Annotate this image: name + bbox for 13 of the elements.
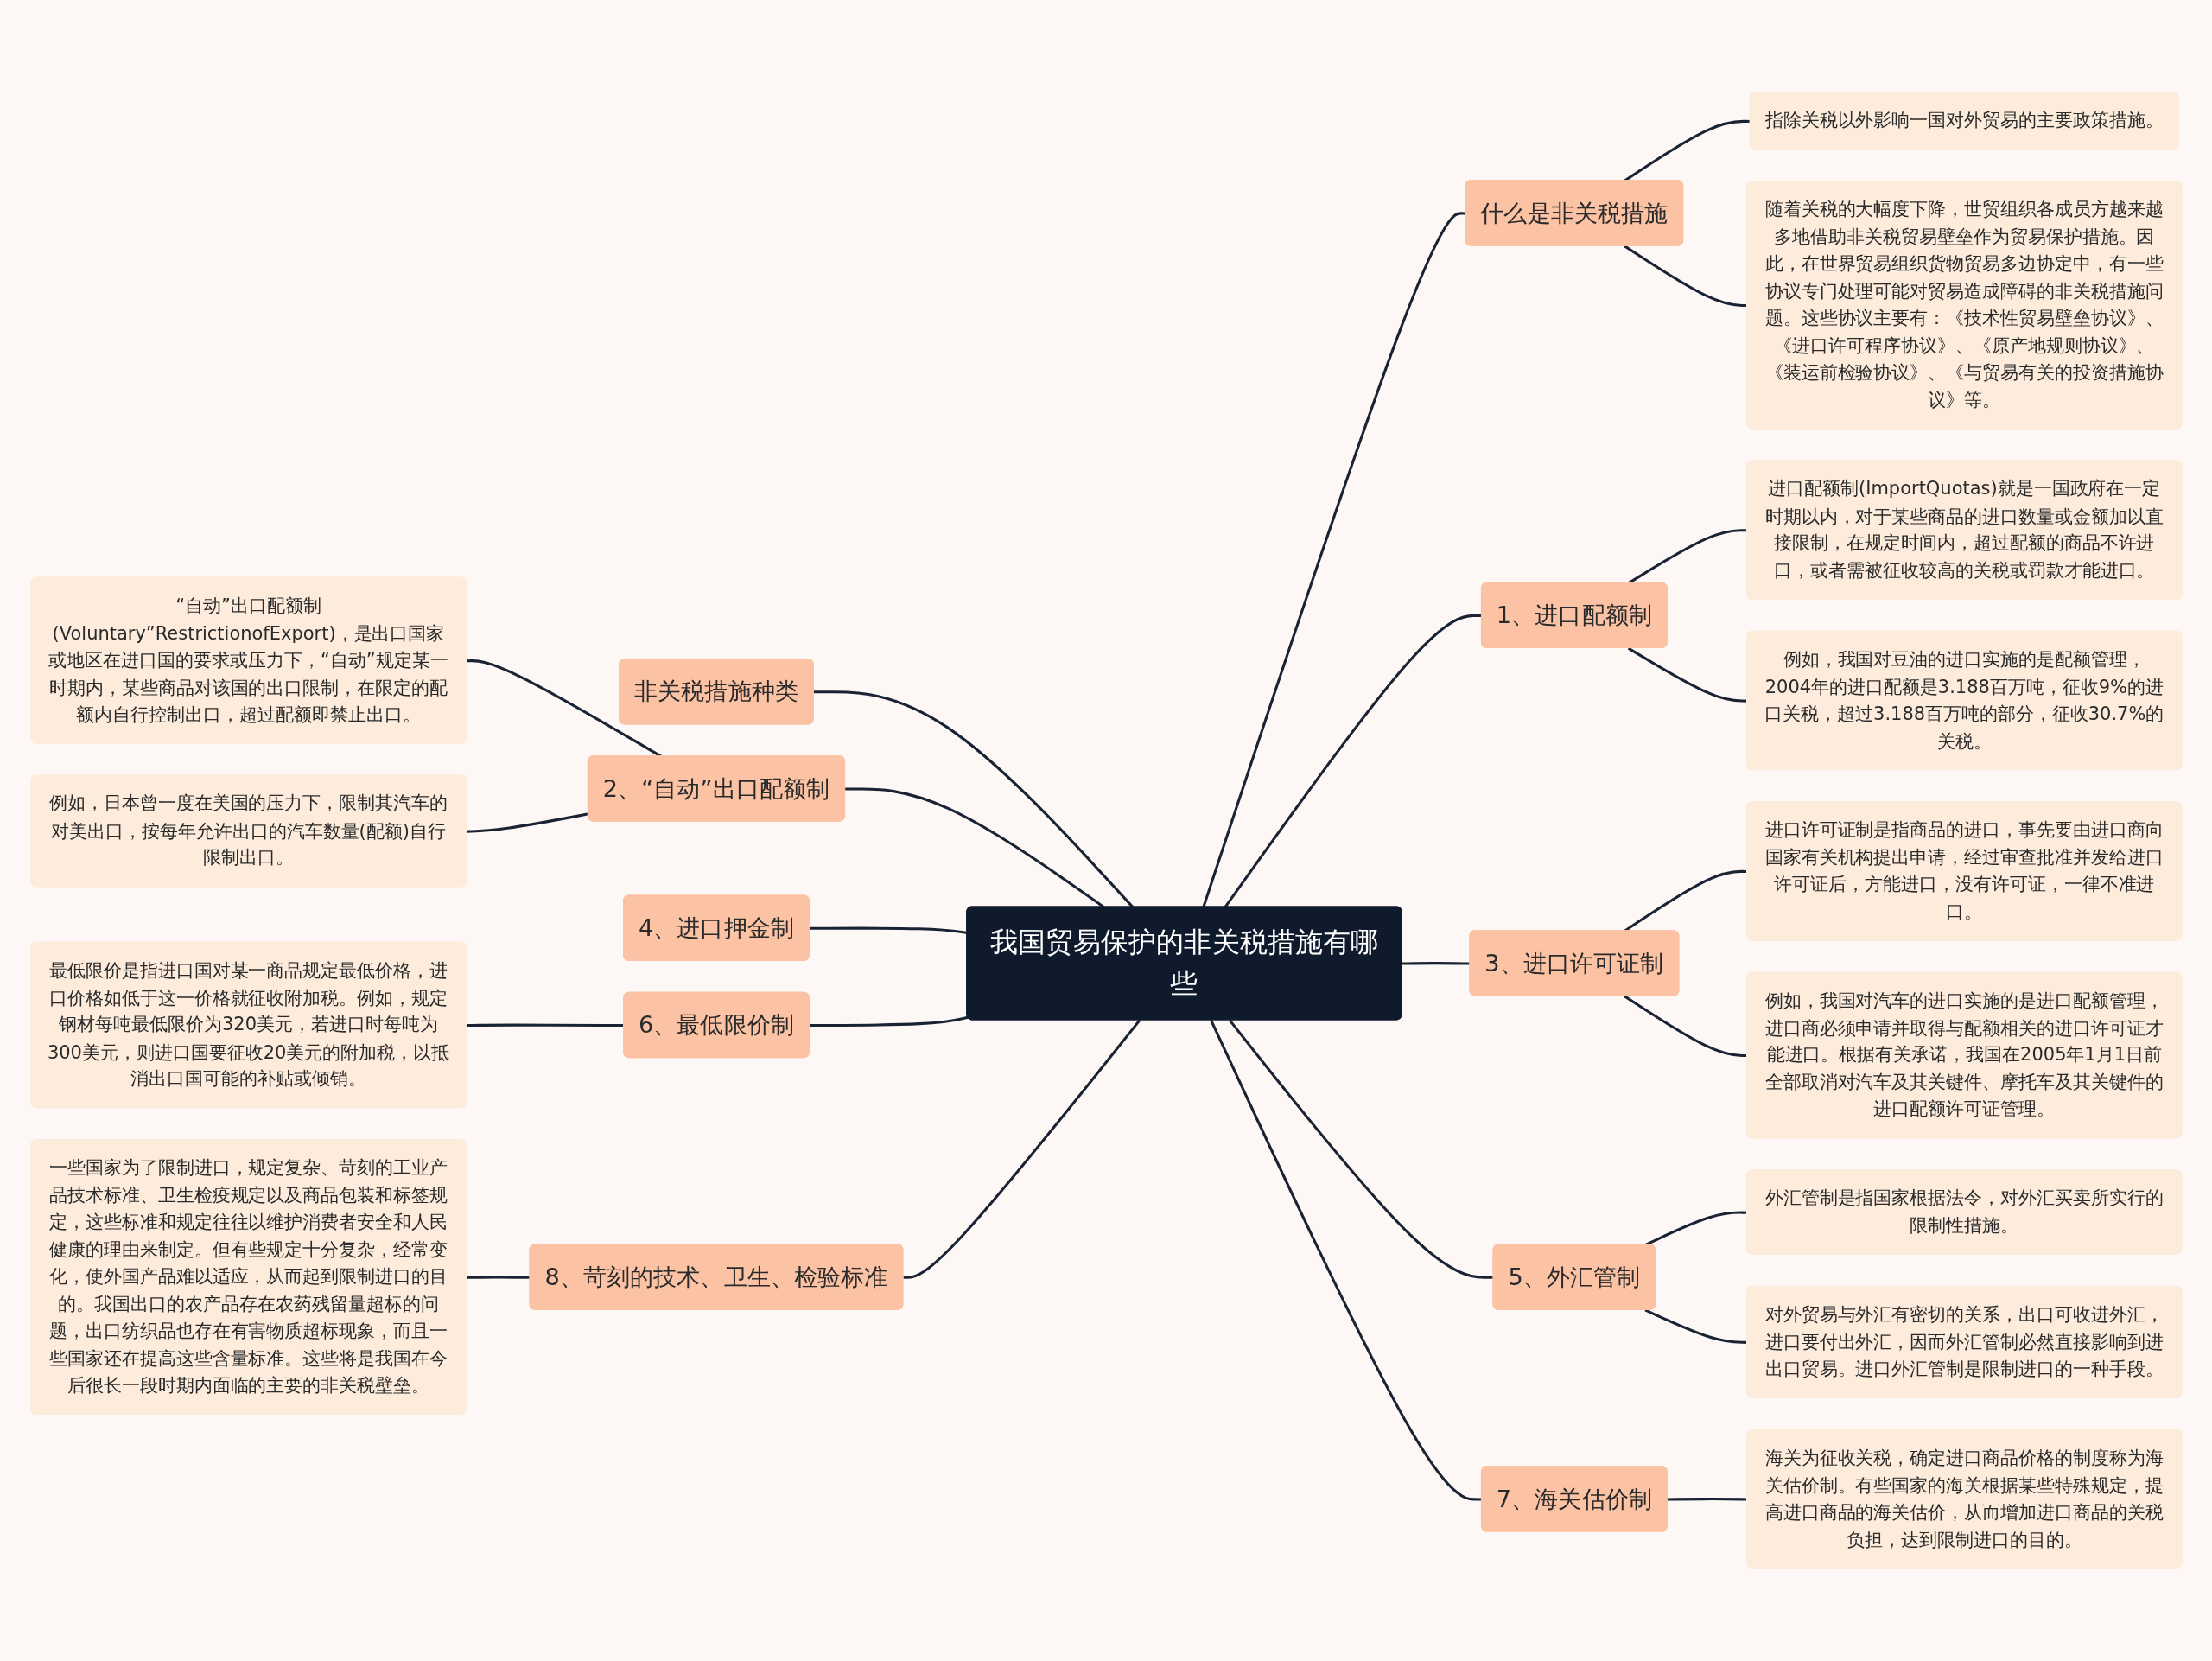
connector	[1627, 647, 1747, 703]
connector	[1224, 614, 1482, 908]
connector	[1623, 245, 1747, 308]
connector	[1623, 870, 1747, 932]
connector	[1209, 1020, 1482, 1501]
connector	[813, 690, 1134, 908]
connector	[466, 1023, 624, 1028]
connector	[1667, 1498, 1747, 1501]
connector	[903, 1019, 1141, 1280]
connector	[809, 1016, 969, 1028]
connector	[466, 812, 588, 833]
connector	[1623, 995, 1747, 1058]
connector	[1644, 1308, 1747, 1345]
